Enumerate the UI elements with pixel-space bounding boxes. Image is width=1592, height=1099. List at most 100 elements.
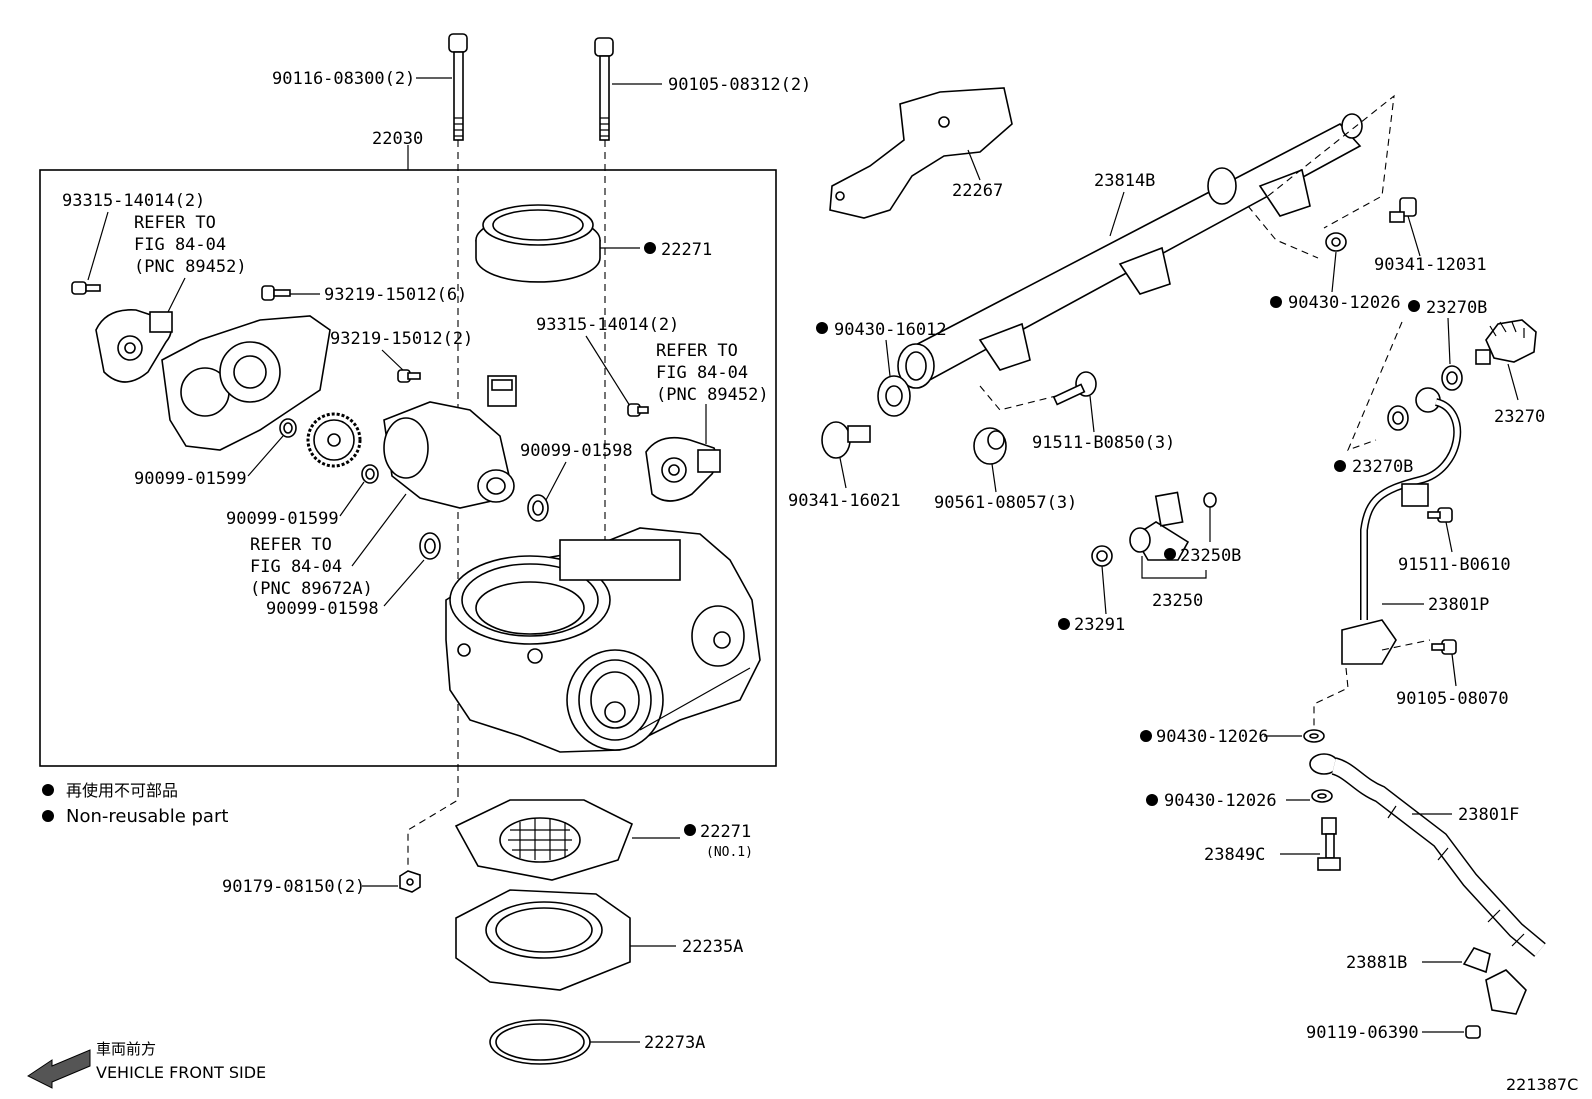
screw-93219-2-label: 93219-15012(2) <box>330 329 473 349</box>
washer-90430-16012-label: 90430-16012 <box>834 320 947 340</box>
washer-90430-12026-a-label: 90430-12026 <box>1288 293 1401 313</box>
bracket-22267 <box>829 87 1013 219</box>
fuel-injector-23250-label: 23250 <box>1152 591 1203 611</box>
collar-90561-08057-label: 90561-08057(3) <box>934 493 1077 513</box>
refer-right-line2: FIG 84-04 <box>656 363 748 383</box>
bolt-90116-label: 90116-08300(2) <box>272 69 415 89</box>
fuel-pipe-23801P <box>1341 387 1462 665</box>
screw-93315-left-label: 93315-14014(2) <box>62 191 205 211</box>
legend-en: Non-reusable part <box>66 806 228 827</box>
refer-mid-line3: (PNC 89672A) <box>250 579 373 599</box>
bolt-90119-06390 <box>1465 1025 1481 1039</box>
gasket-23270B-a-label: 23270B <box>1426 298 1487 318</box>
refer-right-line1: REFER TO <box>656 341 738 361</box>
refer-mid-line1: REFER TO <box>250 535 332 555</box>
screw-93315-right-label: 93315-14014(2) <box>536 315 679 335</box>
bolt-91511-B0610-label: 91511-B0610 <box>1398 555 1511 575</box>
union-23849C-label: 23849C <box>1204 845 1265 865</box>
screw-93315-left <box>71 281 101 295</box>
union-23849C <box>1317 817 1341 871</box>
screw-93219-2 <box>397 369 421 383</box>
bolt-90105-08070 <box>1431 639 1457 655</box>
bolt-91511-B0850-label: 91511-B0850(3) <box>1032 433 1175 453</box>
spacer-22235A <box>455 889 631 991</box>
idle-control-valve <box>383 375 517 509</box>
washer-90430-12026-b-label: 90430-12026 <box>1156 727 1269 747</box>
washer-90430-12026-c <box>1311 789 1333 803</box>
o-ring-23250B-label: 23250B <box>1180 546 1241 566</box>
gasket-23270B-b-label: 23270B <box>1352 457 1413 477</box>
gasket-22271-no1-label: 22271 <box>700 822 751 842</box>
bolt-90341-16021 <box>821 421 871 459</box>
o-ring-90099-01599-b-label: 90099-01599 <box>226 509 339 529</box>
screw-93315-right <box>627 403 649 417</box>
bolt-90119-06390-label: 90119-06390 <box>1306 1023 1419 1043</box>
refer-mid-line2: FIG 84-04 <box>250 557 342 577</box>
washer-90430-12026-c-label: 90430-12026 <box>1164 791 1277 811</box>
o-ring-90099-01599-b <box>361 464 379 484</box>
legend-jp: 再使用不可部品 <box>66 781 178 800</box>
fuel-hose-23801F-label: 23801F <box>1458 805 1519 825</box>
clamp-23881B <box>1462 947 1527 1015</box>
nut-90179 <box>399 870 421 893</box>
gear <box>306 412 362 468</box>
front-jp: 車両前方 <box>96 1040 156 1058</box>
assembly-number-label: 22030 <box>372 129 423 149</box>
screw-93219-6 <box>261 285 291 301</box>
refer-left-line2: FIG 84-04 <box>134 235 226 255</box>
throttle-position-sensor-right <box>645 436 721 502</box>
nut-90179-label: 90179-08150(2) <box>222 877 365 897</box>
insulator-23291-label: 23291 <box>1074 615 1125 635</box>
refer-left-line1: REFER TO <box>134 213 216 233</box>
throttle-body <box>445 527 761 753</box>
screw-93219-6-label: 93219-15012(6) <box>324 285 467 305</box>
gasket-22271-no1 <box>454 799 634 881</box>
throttle-position-sensor-left <box>95 309 173 383</box>
refer-right-line3: (PNC 89452) <box>656 385 769 405</box>
o-ring-90099-01598-b <box>419 532 441 560</box>
sensor-cover-plate <box>161 315 331 451</box>
vehicle-front-arrow-icon <box>27 1049 91 1089</box>
front-en: VEHICLE FRONT SIDE <box>96 1063 266 1082</box>
bolt-90105-08070-label: 90105-08070 <box>1396 689 1509 709</box>
clamp-23881B-label: 23881B <box>1346 953 1407 973</box>
bracket-22267-label: 22267 <box>952 181 1003 201</box>
gasket-23270B-b <box>1387 405 1409 431</box>
gasket-22271-no1-sublabel: (NO.1) <box>706 845 753 860</box>
o-ring-90099-01599-a <box>279 418 297 438</box>
gasket-22273A <box>489 1019 591 1065</box>
gasket-22271-top <box>475 204 601 283</box>
gasket-22273A-label: 22273A <box>644 1033 705 1053</box>
bolt-90116 <box>448 33 468 141</box>
gasket-22271-top-label: 22271 <box>661 240 712 260</box>
spacer-22235A-label: 22235A <box>682 937 743 957</box>
bolt-90105-08312 <box>594 37 614 141</box>
bolt-90341-12031 <box>1389 197 1417 223</box>
bolt-90105-08312-label: 90105-08312(2) <box>668 75 811 95</box>
fuel-hose-23801F <box>1309 753 1546 957</box>
washer-90430-16012 <box>877 375 911 417</box>
refer-left-line3: (PNC 89452) <box>134 257 247 277</box>
bolt-90341-16021-label: 90341-16021 <box>788 491 901 511</box>
gasket-23270B-a <box>1441 365 1463 391</box>
bolt-91511-B0850 <box>1052 371 1097 406</box>
collar-90561-08057 <box>973 427 1007 465</box>
o-ring-90099-01598-a-label: 90099-01598 <box>520 441 633 461</box>
fuel-pipe-23801P-label: 23801P <box>1428 595 1489 615</box>
o-ring-90099-01598-b-label: 90099-01598 <box>266 599 379 619</box>
washer-90430-12026-a <box>1325 232 1347 252</box>
pulsation-damper-23270 <box>1475 319 1537 365</box>
washer-90430-12026-b <box>1303 729 1325 743</box>
insulator-23291 <box>1091 545 1113 567</box>
bolt-91511-B0610 <box>1427 507 1453 523</box>
fuel-injector-23250 <box>1129 491 1190 561</box>
o-ring-90099-01599-a-label: 90099-01599 <box>134 469 247 489</box>
o-ring-90099-01598-a <box>527 494 549 522</box>
pulsation-damper-23270-label: 23270 <box>1494 407 1545 427</box>
figure-number: 221387C <box>1506 1075 1578 1094</box>
fuel-rail-23814B <box>897 113 1363 389</box>
bolt-90341-12031-label: 90341-12031 <box>1374 255 1487 275</box>
fuel-rail-23814B-label: 23814B <box>1094 171 1155 191</box>
o-ring-23250B <box>1203 492 1217 508</box>
